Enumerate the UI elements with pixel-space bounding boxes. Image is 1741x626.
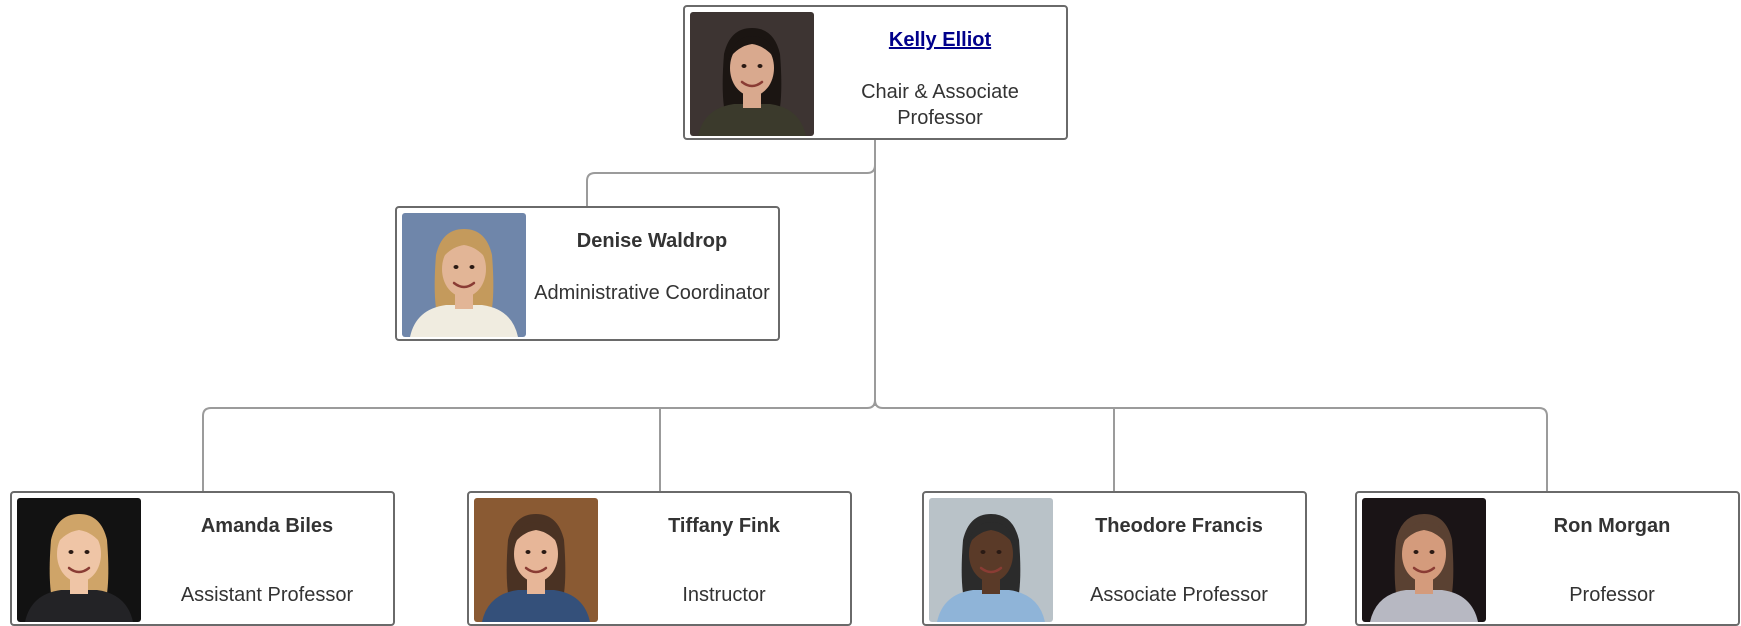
org-card-kelly-elliot: Kelly Elliot Chair & Associate Professor [683,5,1068,140]
org-card-ron-morgan: Ron Morgan Professor [1355,491,1740,626]
job-title-denise-waldrop: Administrative Coordinator [534,282,770,304]
connector-to-denise-waldrop [586,164,876,206]
connector-to-amanda-biles [202,399,876,492]
org-card-denise-waldrop: Denise Waldrop Administrative Coordinato… [395,206,780,341]
name-theodore-francis: Theodore Francis [1095,515,1263,537]
name-amanda-biles: Amanda Biles [200,515,334,537]
name-tiffany-fink: Tiffany Fink [668,515,780,537]
job-title-amanda-biles: Assistant Professor [180,584,354,606]
name-link-kelly-elliot[interactable]: Kelly Elliot [888,29,992,51]
job-title-ron-morgan: Professor [1569,584,1655,606]
photo-amanda-biles [17,498,141,622]
name-ron-morgan: Ron Morgan [1553,515,1671,537]
org-card-tiffany-fink: Tiffany Fink Instructor [467,491,852,626]
photo-tiffany-fink [474,498,598,622]
connector-to-theodore-francis [874,399,1548,492]
photo-theodore-francis [929,498,1053,622]
job-title-theodore-francis: Associate Professor [1090,584,1268,606]
photo-ron-morgan [1362,498,1486,622]
org-card-theodore-francis: Theodore Francis Associate Professor [922,491,1307,626]
job-title-kelly-elliot: Chair & Associate Professor [861,81,1019,129]
photo-denise-waldrop [402,213,526,337]
photo-kelly-elliot [690,12,814,136]
job-title-tiffany-fink: Instructor [682,584,766,606]
org-card-amanda-biles: Amanda Biles Assistant Professor [10,491,395,626]
name-denise-waldrop: Denise Waldrop [576,230,728,252]
